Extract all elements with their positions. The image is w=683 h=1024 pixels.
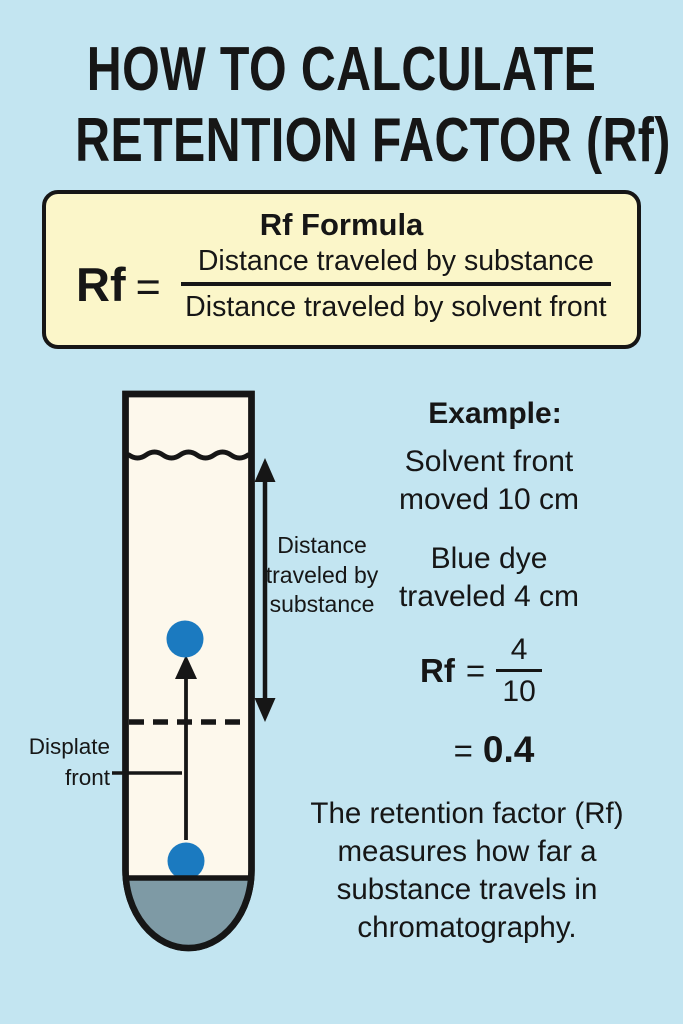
formula-fraction: Distance traveled by substance Distance … — [180, 245, 611, 323]
title-line-1: HOW TO CALCULATE — [86, 35, 597, 104]
example-rf-equation: Rf = 4 10 — [420, 633, 543, 708]
fraction-bar — [180, 282, 611, 286]
page-title: HOW TO CALCULATE RETENTION FACTOR (Rf) — [0, 34, 683, 176]
result-value: 0.4 — [482, 729, 535, 770]
formula-equals-sign: = — [135, 262, 161, 311]
example-solvent-text: Solvent front moved 10 cm — [398, 445, 580, 516]
example-rf-symbol: Rf — [420, 651, 455, 689]
example-equals-sign: = — [465, 651, 486, 689]
definition-paragraph: The retention factor (Rf) measures how f… — [310, 797, 624, 944]
example-fraction: 4 10 — [496, 633, 543, 708]
test-tube-outline — [122, 390, 255, 952]
rf-formula-panel: Rf Formula Rf= Distance traveled by subs… — [42, 190, 641, 349]
formula-heading: Rf Formula — [259, 207, 424, 242]
substance-spot-mid — [166, 620, 204, 658]
example-fraction-denominator: 10 — [502, 675, 536, 708]
substance-spot-origin — [167, 842, 205, 880]
example-dye-text: Blue dye traveled 4 cm — [398, 542, 580, 613]
title-line-2: RETENTION FACTOR (Rf) — [75, 106, 671, 175]
distance-traveled-label: Distance traveled by substance — [265, 532, 379, 617]
example-fraction-numerator: 4 — [510, 633, 528, 666]
formula-equation: Rf= Distance traveled by substance Dista… — [46, 243, 637, 323]
formula-lhs: Rf= — [76, 257, 161, 312]
front-label: Displate front — [28, 734, 110, 790]
distance-measure-arrow-bottom-head — [254, 698, 276, 722]
substance-path-arrow-head — [175, 655, 197, 679]
formula-numerator: Distance traveled by substance — [197, 245, 594, 277]
chromatography-tube-diagram — [112, 390, 276, 952]
result-equals-sign: = — [453, 732, 473, 769]
formula-rf-symbol: Rf — [76, 257, 126, 311]
solvent-front-wave — [126, 449, 251, 461]
distance-measure-arrow-top-head — [254, 458, 276, 482]
formula-denominator: Distance traveled by solvent front — [185, 290, 607, 323]
example-result: = 0.4 — [394, 729, 594, 771]
example-fraction-bar — [496, 669, 543, 672]
example-heading: Example: — [428, 397, 562, 430]
